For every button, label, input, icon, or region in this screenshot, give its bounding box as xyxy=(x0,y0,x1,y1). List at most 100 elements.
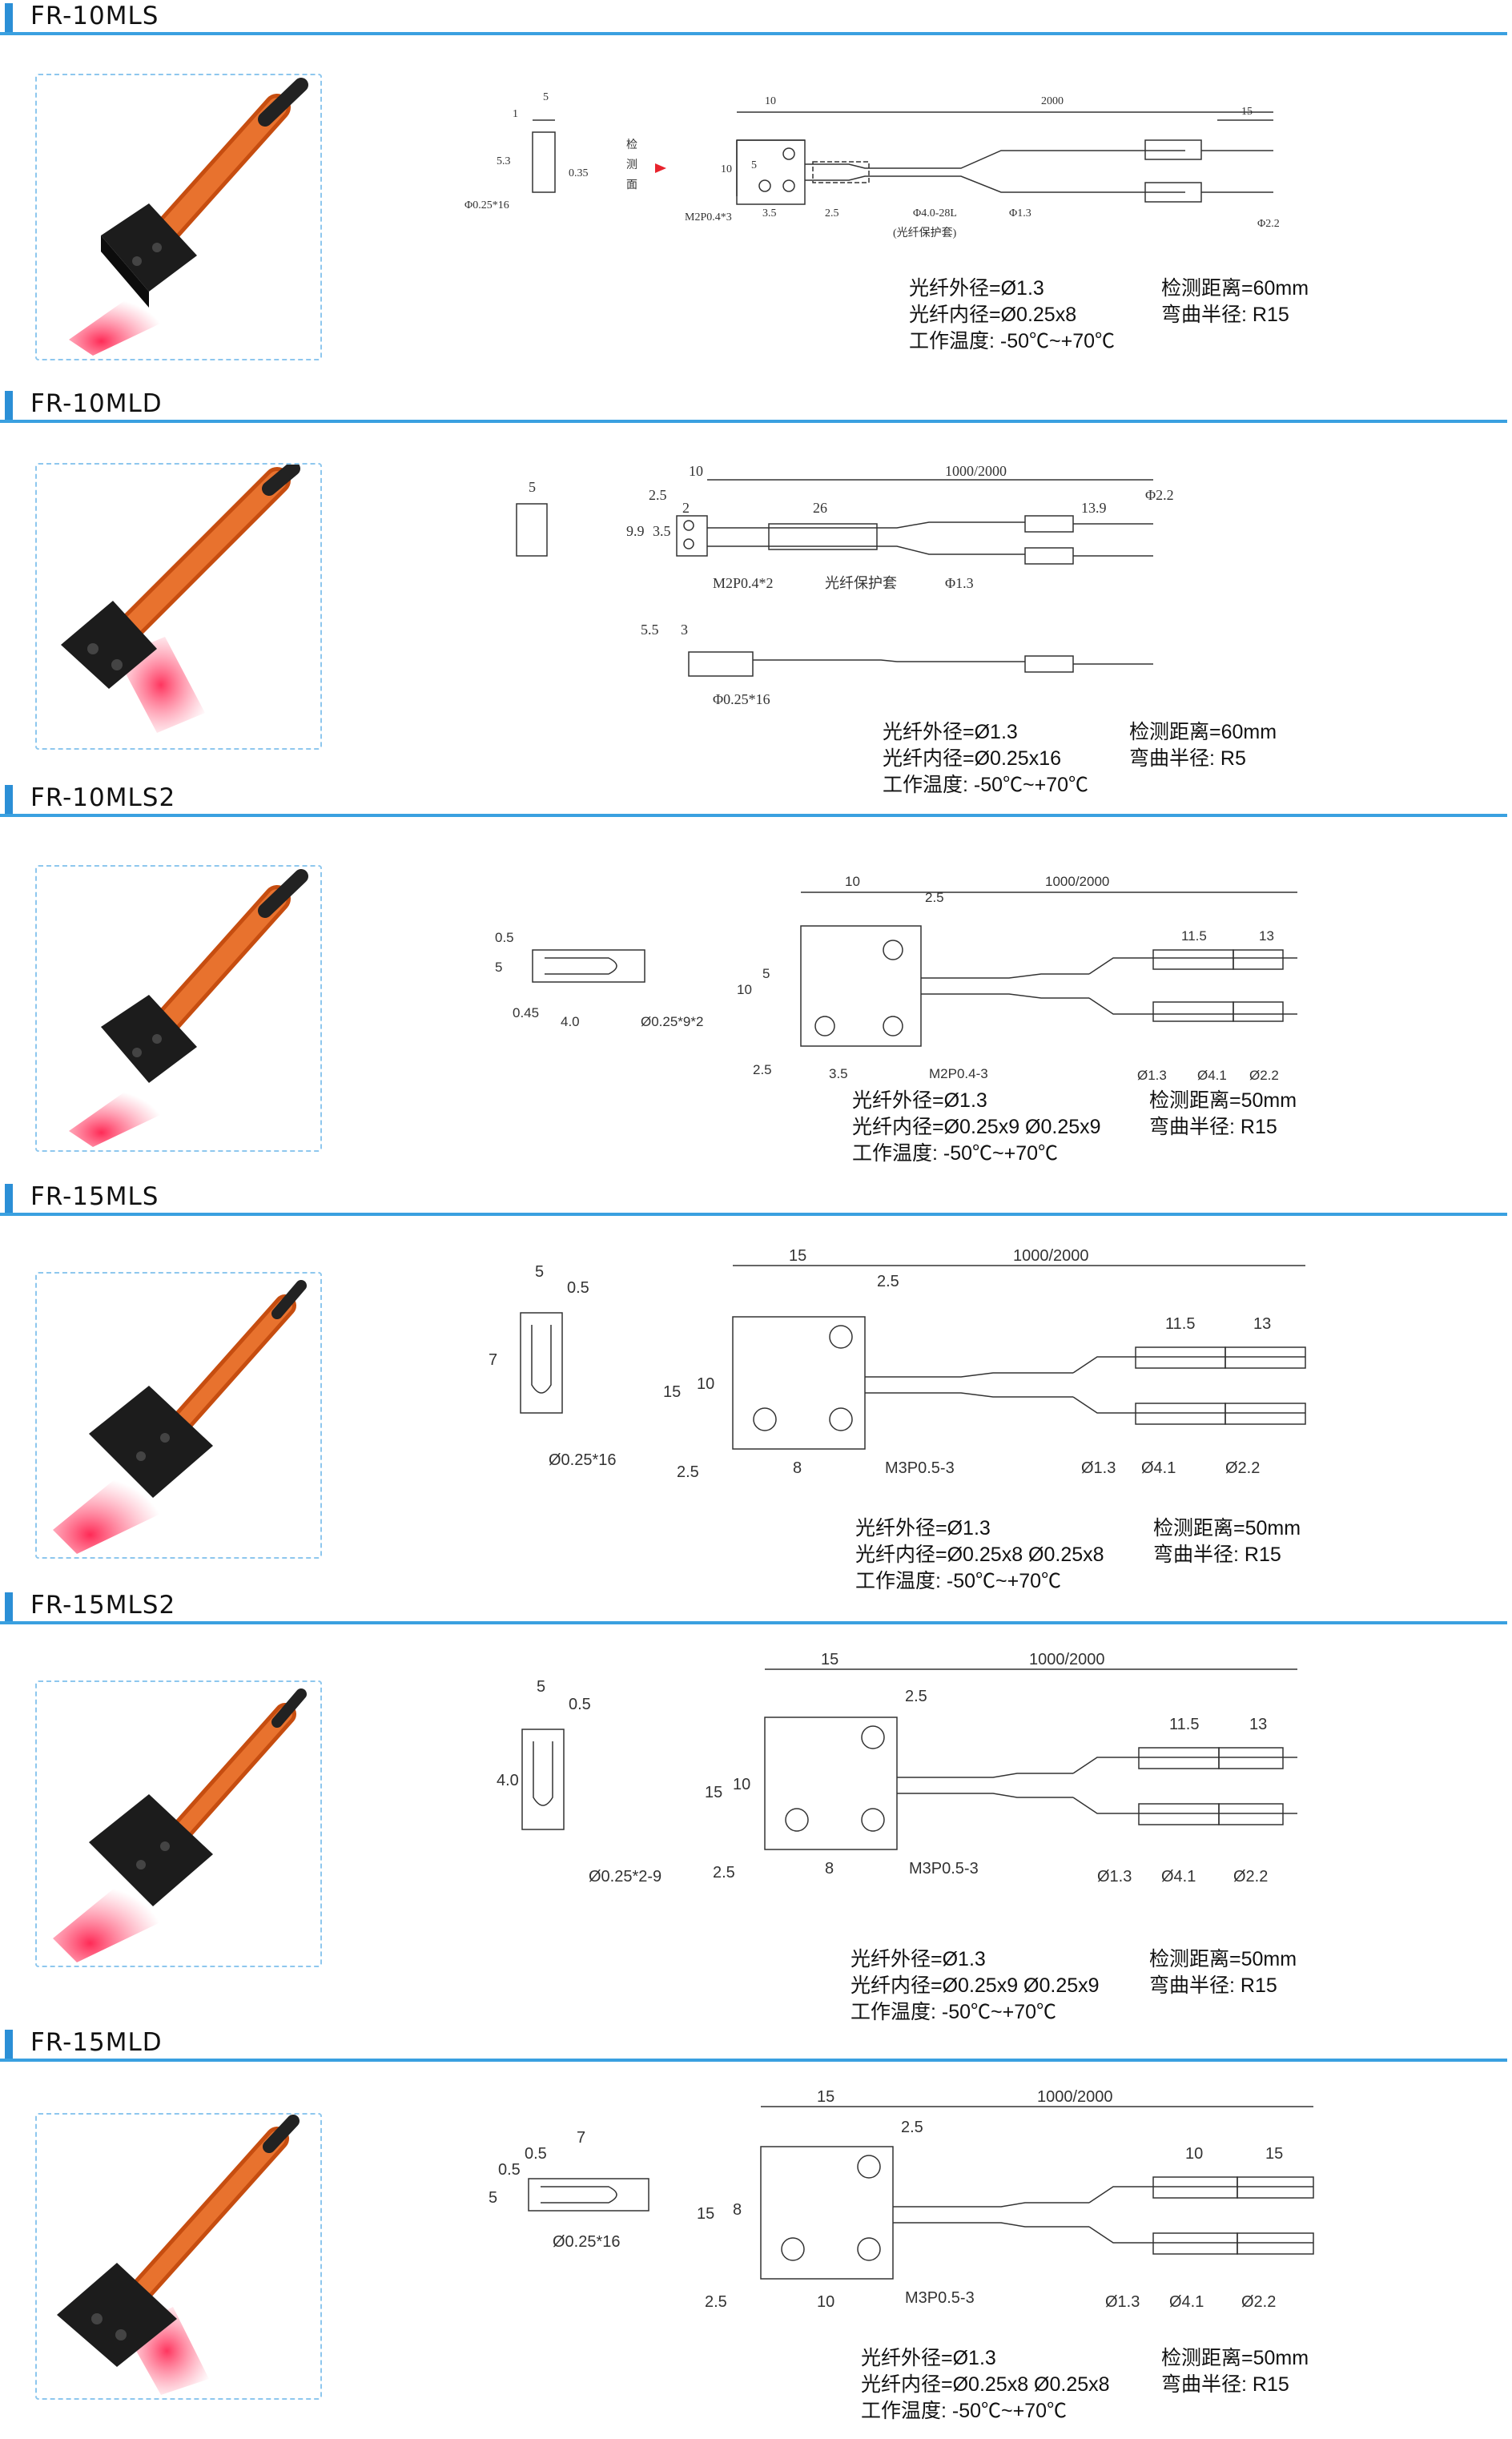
spec-bend-radius: 弯曲半径: R5 xyxy=(1129,747,1246,770)
dim-label: Ø0.25*16 xyxy=(549,1451,617,1469)
dim-label: M2P0.4-3 xyxy=(929,1066,988,1081)
dim-label: 1 xyxy=(513,108,518,120)
dim-label: M3P0.5-3 xyxy=(905,2289,975,2307)
spec-bend-radius: 弯曲半径: R15 xyxy=(1149,1974,1277,1997)
header-rule xyxy=(0,2059,1507,2062)
product-photo xyxy=(35,865,322,1152)
spec-outer-diameter: 光纤外径=Ø1.3 xyxy=(909,277,1044,300)
dim-label: Ø2.2 xyxy=(1241,2293,1276,2311)
dim-label: 测 xyxy=(626,159,637,171)
dim-label: 8 xyxy=(733,2201,742,2219)
dim-label: 3 xyxy=(681,622,688,638)
header-accent-bar xyxy=(5,1184,13,1213)
section-header: FR-10MLS xyxy=(0,0,1512,35)
spec-temperature: 工作温度: -50℃~+70℃ xyxy=(852,1142,1059,1165)
dim-label: 5 xyxy=(762,966,770,981)
dim-label: 面 xyxy=(626,179,637,191)
dim-label: 26 xyxy=(813,500,827,516)
product-photo xyxy=(35,74,322,360)
header-accent-bar xyxy=(5,1592,13,1621)
dim-label: 5 xyxy=(535,1263,544,1281)
dim-label: 0.5 xyxy=(525,2145,547,2163)
dim-label: 2.5 xyxy=(825,207,839,219)
spec-outer-diameter: 光纤外径=Ø1.3 xyxy=(855,1517,991,1539)
dim-label: 15 xyxy=(697,2205,714,2223)
spec-list: 光纤外径=Ø1.3 光纤内径=Ø0.25x8 Ø0.25x8 工作温度: -50… xyxy=(861,2345,1110,2425)
dim-label: 5 xyxy=(495,960,502,975)
spec-bend-radius: 弯曲半径: R15 xyxy=(1149,1116,1277,1138)
dim-label: 15 xyxy=(821,1651,838,1668)
dim-label: 1000/2000 xyxy=(1013,1247,1089,1265)
section-header: FR-10MLS2 xyxy=(0,782,1512,817)
header-accent-bar xyxy=(5,785,13,814)
dim-label: 2.5 xyxy=(925,890,944,905)
dim-label: Ø4.1 xyxy=(1141,1459,1176,1477)
section-header: FR-15MLS xyxy=(0,1181,1512,1216)
dim-label: 8 xyxy=(793,1459,802,1477)
dim-label: 2.5 xyxy=(677,1463,699,1481)
dim-label: 1000/2000 xyxy=(1029,1651,1105,1668)
fiber-sensor-photo-icon xyxy=(57,2115,300,2395)
section-fr-15mld: FR-15MLD xyxy=(0,2026,1512,2439)
header-accent-bar xyxy=(5,2030,13,2059)
technical-drawing: 5 1 5.3 0.35 Φ0.25*16 10 2000 15 10 5 M2… xyxy=(464,91,1280,239)
dimension-drawing: 5 1 5.3 0.35 Φ0.25*16 10 2000 15 10 5 M2… xyxy=(448,64,1377,260)
model-title: FR-15MLD xyxy=(30,2028,163,2057)
spec-temperature: 工作温度: -50℃~+70℃ xyxy=(850,2001,1057,2023)
dim-label: 10 xyxy=(817,2293,834,2311)
dim-label: 0.5 xyxy=(567,1279,589,1297)
dim-label: 5 xyxy=(543,91,549,103)
dim-label: Ø1.3 xyxy=(1137,1068,1167,1083)
dim-label: 10 xyxy=(1185,2145,1203,2163)
dimension-drawing: 5 0.5 4.0 Ø0.25*2-9 15 2.5 1000/2000 15 … xyxy=(448,1637,1377,1914)
dim-label: 5 xyxy=(537,1678,545,1696)
dim-label: 3.5 xyxy=(653,523,671,539)
dim-label: 10 xyxy=(721,163,732,175)
dim-label: 0.35 xyxy=(569,167,589,179)
dim-label: 15 xyxy=(705,1784,722,1801)
technical-drawing: 5 10 1000/2000 2.5 2 26 13.9 Φ2.2 9.9 3.… xyxy=(516,463,1174,707)
dim-label: 10 xyxy=(697,1375,714,1393)
dim-label: 光纤保护套 xyxy=(825,575,897,591)
section-fr-10mls: FR-10MLS xyxy=(0,0,1512,400)
dimension-drawing: 5 10 1000/2000 2.5 2 26 13.9 Φ2.2 9.9 3.… xyxy=(448,436,1377,720)
dim-label: 4.0 xyxy=(497,1772,519,1789)
dim-label: Ø4.1 xyxy=(1161,1868,1196,1886)
dim-label: Φ4.0-28L xyxy=(913,207,957,219)
dim-label: 15 xyxy=(1265,2145,1283,2163)
dim-label: Ø0.25*2-9 xyxy=(589,1868,662,1886)
dim-label: 2.5 xyxy=(649,487,667,503)
spec-outer-diameter: 光纤外径=Ø1.3 xyxy=(850,1948,986,1970)
dim-label: 2.5 xyxy=(877,1273,899,1290)
dim-label: 13.9 xyxy=(1081,500,1107,516)
spec-inner-diameter: 光纤内径=Ø0.25x9 Ø0.25x9 xyxy=(850,1974,1100,1997)
spec-inner-diameter: 光纤内径=Ø0.25x8 Ø0.25x8 xyxy=(855,1543,1104,1566)
dim-label: 2.5 xyxy=(705,2293,727,2311)
dimension-drawing: 5 0.5 0.5 7 Ø0.25*16 15 2.5 1000/2000 15… xyxy=(448,2067,1377,2335)
fiber-sensor-photo-icon xyxy=(61,465,300,733)
model-title: FR-10MLS2 xyxy=(30,783,176,812)
spec-temperature: 工作温度: -50℃~+70℃ xyxy=(861,2400,1068,2422)
dim-label: M3P0.5-3 xyxy=(909,1860,979,1878)
dim-label: 2.5 xyxy=(901,2119,923,2136)
spec-outer-diameter: 光纤外径=Ø1.3 xyxy=(883,721,1018,743)
spec-list-right: 检测距离=50mm 弯曲半径: R15 xyxy=(1149,1946,1297,1999)
technical-drawing: 5 0.5 7 Ø0.25*16 15 2.5 1000/2000 15 10 … xyxy=(489,1247,1306,1481)
fiber-sensor-photo-icon xyxy=(53,1280,307,1554)
header-accent-bar xyxy=(5,3,13,32)
spec-list-right: 检测距离=60mm 弯曲半径: R15 xyxy=(1161,276,1309,328)
dimension-drawing: 5 0.5 0.45 4.0 Ø0.25*9*2 10 2.5 1000/200… xyxy=(448,846,1377,1106)
dim-label: 15 xyxy=(663,1383,681,1401)
dim-label: 2000 xyxy=(1041,95,1064,107)
dim-label: 10 xyxy=(765,95,776,107)
header-rule xyxy=(0,420,1507,423)
spec-bend-radius: 弯曲半径: R15 xyxy=(1161,2373,1289,2396)
dim-label: 5.5 xyxy=(641,622,659,638)
dim-label: 8 xyxy=(825,1860,834,1878)
dim-label: M2P0.4*3 xyxy=(685,211,732,223)
technical-drawing: 5 0.5 0.5 7 Ø0.25*16 15 2.5 1000/2000 15… xyxy=(489,2088,1314,2311)
dim-label: Ø2.2 xyxy=(1249,1068,1279,1083)
spec-list-right: 检测距离=50mm 弯曲半径: R15 xyxy=(1149,1088,1297,1141)
dim-label: 11.5 xyxy=(1181,928,1207,944)
spec-detect-distance: 检测距离=60mm xyxy=(1129,721,1277,743)
